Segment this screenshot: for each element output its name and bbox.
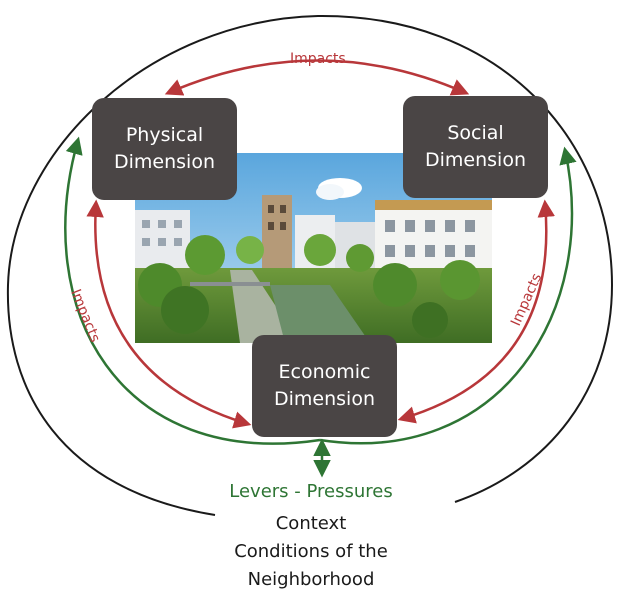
economic-dimension-line1: Economic <box>278 361 371 383</box>
social-dimension-line1: Social <box>447 122 504 144</box>
impacts-label-top: Impacts <box>290 51 346 67</box>
levers-arrow-left <box>64 136 321 445</box>
economic-dimension-box: Economic Dimension <box>252 335 397 437</box>
physical-dimension-line2: Dimension <box>114 151 215 173</box>
social-dimension-line2: Dimension <box>425 149 526 171</box>
impacts-arrow-top <box>164 59 470 96</box>
levers-pressures-label: Levers - Pressures <box>229 481 393 502</box>
impacts-arrow-right <box>397 199 555 424</box>
context-line2: Conditions of the <box>234 541 388 562</box>
economic-dimension-line2: Dimension <box>274 388 375 410</box>
physical-dimension-box: Physical Dimension <box>92 98 237 200</box>
physical-dimension-line1: Physical <box>125 124 204 146</box>
social-dimension-box: Social Dimension <box>403 96 548 198</box>
context-caption: Context Conditions of the Neighborhood <box>0 510 622 594</box>
levers-arrow-right <box>319 146 577 445</box>
impacts-arrow-left <box>86 199 252 429</box>
outer-context-ring <box>6 14 614 516</box>
context-line3: Neighborhood <box>247 569 375 590</box>
context-line1: Context <box>275 513 347 534</box>
